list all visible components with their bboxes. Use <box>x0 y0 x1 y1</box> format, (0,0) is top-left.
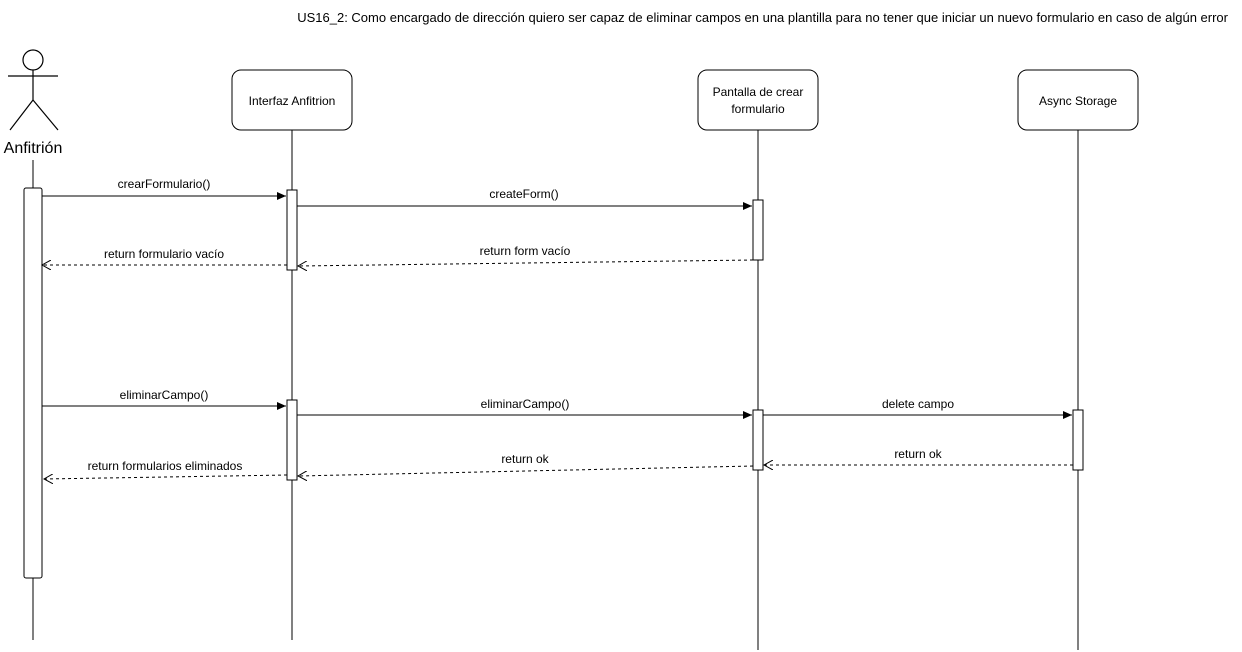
message-return-formularios-eliminados: return formularios eliminados <box>44 459 288 479</box>
activation-anfitrion <box>23 187 43 579</box>
activation-storage <box>1072 409 1084 471</box>
message-label: crearFormulario() <box>118 177 211 191</box>
message-label: return formulario vacío <box>104 247 224 261</box>
activation-interfaz-2 <box>286 399 298 481</box>
participant-pantalla: Pantalla de crear formulario <box>697 69 819 131</box>
message-label: eliminarCampo() <box>481 397 570 411</box>
activation-pantalla-1 <box>752 199 764 261</box>
message-crear-formulario: crearFormulario() <box>42 177 286 200</box>
activation-pantalla-2 <box>752 409 764 471</box>
participant-label: Async Storage <box>1039 94 1117 108</box>
participant-label: Interfaz Anfitrion <box>249 94 336 108</box>
message-return-formulario-vacio: return formulario vacío <box>42 247 287 265</box>
activation-interfaz-1 <box>286 189 298 271</box>
actor-name: Anfitrión <box>4 140 63 157</box>
message-label: eliminarCampo() <box>120 388 209 402</box>
message-label: delete campo <box>882 397 954 411</box>
message-return-form-vacio: return form vacío <box>298 244 754 266</box>
message-label: return formularios eliminados <box>88 459 243 473</box>
actor-icon <box>8 49 59 131</box>
message-label: createForm() <box>489 187 558 201</box>
message-eliminar-campo-2: eliminarCampo() <box>297 397 752 419</box>
participant-interfaz: Interfaz Anfitrion <box>231 69 353 131</box>
message-label: return ok <box>894 447 942 461</box>
message-label: return ok <box>501 452 549 466</box>
diagram-title: US16_2: Como encargado de dirección quie… <box>297 10 1228 25</box>
message-return-ok-storage: return ok <box>764 447 1073 465</box>
message-create-form: createForm() <box>297 187 752 210</box>
participant-label-line2: formulario <box>731 102 785 116</box>
message-eliminar-campo-1: eliminarCampo() <box>42 388 286 410</box>
message-delete-campo: delete campo <box>763 397 1072 419</box>
participant-label-line1: Pantalla de crear <box>713 85 804 99</box>
participant-storage: Async Storage <box>1017 69 1139 131</box>
message-return-ok-pantalla: return ok <box>298 452 754 476</box>
message-label: return form vacío <box>480 244 571 258</box>
